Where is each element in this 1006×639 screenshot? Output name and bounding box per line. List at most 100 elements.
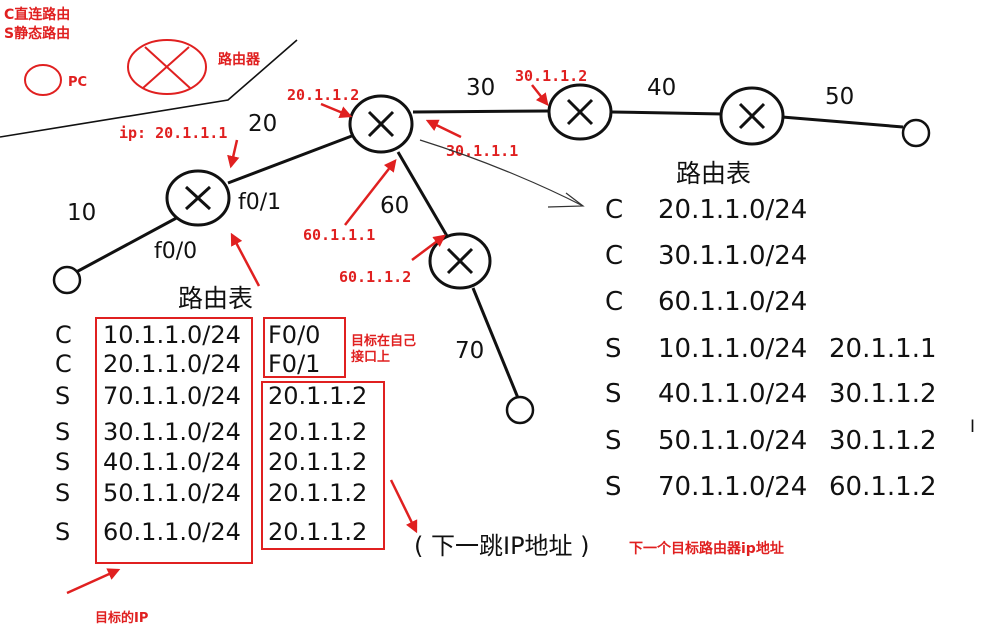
link-20 (227, 132, 358, 185)
right-table-type: S (605, 426, 622, 456)
legend-static-route: S静态路由 (4, 25, 70, 42)
left-table-hop: 20.1.1.2 (268, 479, 367, 507)
left-table-dest: 30.1.1.0/24 (103, 418, 241, 446)
right-table-hop: 60.1.1.2 (829, 472, 937, 502)
pc-70 (505, 395, 535, 425)
network-label-30: 30 (466, 75, 495, 101)
right-table-hop: 20.1.1.1 (829, 334, 937, 364)
router-r3 (547, 83, 613, 141)
right-table-type: C (605, 287, 623, 317)
left-table-dest: 10.1.1.0/24 (103, 321, 241, 349)
right-table-dest: 30.1.1.0/24 (658, 241, 807, 271)
box-next-hops (261, 381, 385, 550)
left-table-dest: 60.1.1.0/24 (103, 518, 241, 546)
right-table-type: C (605, 195, 623, 225)
left-table-dest: 50.1.1.0/24 (103, 479, 241, 507)
arrow-to-30-1-1-2 (531, 84, 549, 106)
left-table-type: S (55, 418, 70, 446)
interface-label-f00: f0/0 (154, 239, 197, 264)
right-table-type: S (605, 379, 622, 409)
legend-router-icon (127, 39, 207, 95)
left-table-title: 路由表 (178, 284, 253, 313)
pointer-curve (419, 139, 584, 207)
router-r4 (719, 86, 785, 146)
right-table-type: C (605, 241, 623, 271)
left-table-type: S (55, 518, 70, 546)
right-table-hop: 30.1.1.2 (829, 379, 937, 409)
right-table-type: S (605, 334, 622, 364)
arrow-to-next-hop-note (389, 479, 418, 534)
router-r5 (428, 232, 492, 290)
legend-divider (0, 39, 298, 138)
network-label-60: 60 (380, 193, 409, 219)
note-dest-ip: 目标的IP (95, 610, 148, 626)
left-table-type: S (55, 382, 70, 410)
note-own-interface-2: 接口上 (351, 349, 390, 365)
note-next-hop: ( 下一跳IP地址 ) (414, 532, 590, 560)
arrow-to-60-1-1-2 (411, 234, 446, 261)
note-own-interface-1: 目标在自己 (351, 333, 416, 349)
link-40 (611, 110, 724, 116)
arrow-to-dest-box (66, 568, 121, 595)
legend-direct-route: C直连路由 (4, 6, 70, 23)
right-table-dest: 50.1.1.0/24 (658, 426, 807, 456)
text-cursor-icon: I (970, 417, 975, 437)
router-r1 (165, 169, 231, 227)
right-table-dest: 40.1.1.0/24 (658, 379, 807, 409)
right-table-type: S (605, 472, 622, 502)
left-table-hop: F0/0 (268, 321, 320, 349)
ip-label-30-1-1-1: 30.1.1.1 (446, 142, 518, 160)
left-table-hop: F0/1 (268, 350, 320, 378)
left-table-dest: 20.1.1.0/24 (103, 350, 241, 378)
ip-label-60-1-1-2: 60.1.1.2 (339, 268, 411, 286)
left-table-hop: 20.1.1.2 (268, 448, 367, 476)
left-table-dest: 70.1.1.0/24 (103, 382, 241, 410)
legend-pc-label: PC (68, 75, 87, 90)
right-table-dest: 70.1.1.0/24 (658, 472, 807, 502)
right-table-title: 路由表 (676, 159, 751, 188)
right-table-dest: 60.1.1.0/24 (658, 287, 807, 317)
right-table-hop: 30.1.1.2 (829, 426, 937, 456)
pc-10 (52, 265, 82, 295)
network-label-20: 20 (248, 111, 277, 137)
arrow-to-30-1-1-1 (425, 119, 462, 139)
left-table-type: S (55, 479, 70, 507)
network-label-10: 10 (67, 200, 96, 226)
left-table-hop: 20.1.1.2 (268, 382, 367, 410)
left-table-hop: 20.1.1.2 (268, 518, 367, 546)
link-50 (781, 115, 904, 129)
arrow-to-r1 (230, 232, 261, 287)
link-30 (412, 109, 549, 114)
link-10 (66, 213, 183, 279)
note-next-router: 下一个目标路由器ip地址 (629, 540, 784, 557)
right-table-dest: 10.1.1.0/24 (658, 334, 807, 364)
arrow-to-60-1-1-1 (344, 159, 397, 226)
router-r2 (348, 94, 414, 154)
left-table-dest: 40.1.1.0/24 (103, 448, 241, 476)
arrow-to-20-1-1-2 (320, 102, 353, 118)
pointer-arrowhead (547, 192, 585, 208)
left-table-type: C (55, 350, 72, 378)
arrow-to-f01 (227, 139, 240, 169)
interface-label-f01: f0/1 (238, 190, 281, 215)
ip-label-20-1-1-1: ip: 20.1.1.1 (119, 124, 227, 142)
right-table-dest: 20.1.1.0/24 (658, 195, 807, 225)
network-label-70: 70 (455, 338, 484, 364)
link-70 (471, 287, 520, 399)
left-table-type: C (55, 321, 72, 349)
left-table-hop: 20.1.1.2 (268, 418, 367, 446)
pc-50 (901, 118, 931, 148)
ip-label-60-1-1-1: 60.1.1.1 (303, 226, 375, 244)
box-own-interfaces (263, 317, 346, 378)
left-table-type: S (55, 448, 70, 476)
ip-label-30-1-1-2: 30.1.1.2 (515, 67, 587, 85)
ip-label-20-1-1-2: 20.1.1.2 (287, 86, 359, 104)
network-label-40: 40 (647, 75, 676, 101)
legend-router-label: 路由器 (218, 51, 261, 68)
box-dest-ips (95, 317, 253, 564)
legend-pc-icon (24, 64, 62, 96)
link-60 (396, 151, 449, 237)
